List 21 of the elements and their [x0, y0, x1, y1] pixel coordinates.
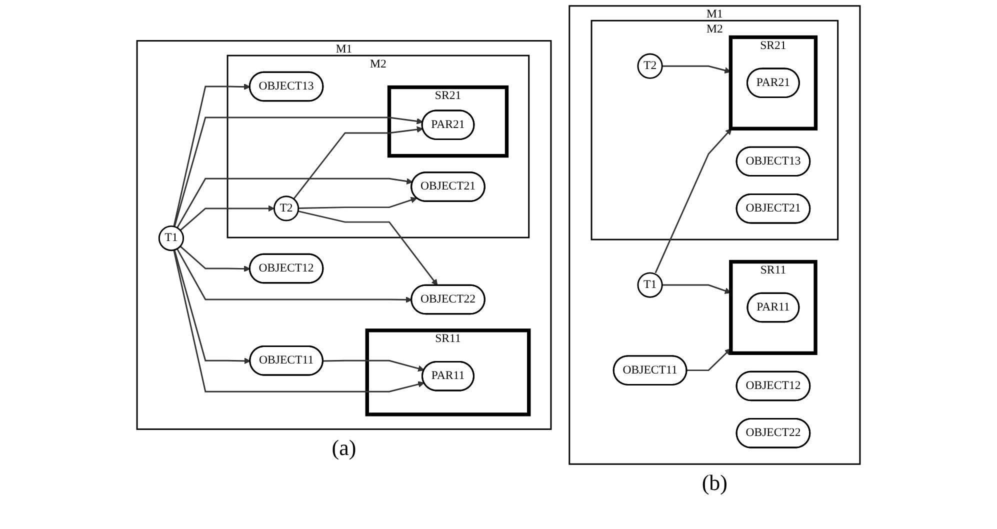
arrow	[174, 250, 251, 364]
arrow	[298, 210, 438, 286]
arrow	[176, 178, 413, 228]
arrow	[173, 250, 424, 392]
arrow	[323, 360, 424, 372]
arrow	[686, 348, 732, 372]
node-circle: T2	[637, 53, 663, 79]
arrow	[180, 246, 250, 272]
arrow	[654, 128, 732, 274]
arrow	[293, 126, 424, 200]
arrow	[174, 116, 424, 227]
panel-caption: (a)	[332, 435, 356, 462]
node-circle: T1	[637, 272, 663, 298]
arrow	[180, 205, 274, 231]
panel-caption: (b)	[702, 470, 728, 496]
node-circle: T2	[273, 196, 300, 222]
node-circle: T1	[158, 225, 184, 252]
arrow	[662, 65, 731, 74]
arrow	[176, 248, 412, 303]
arrow	[298, 196, 418, 209]
arrow	[173, 84, 250, 227]
